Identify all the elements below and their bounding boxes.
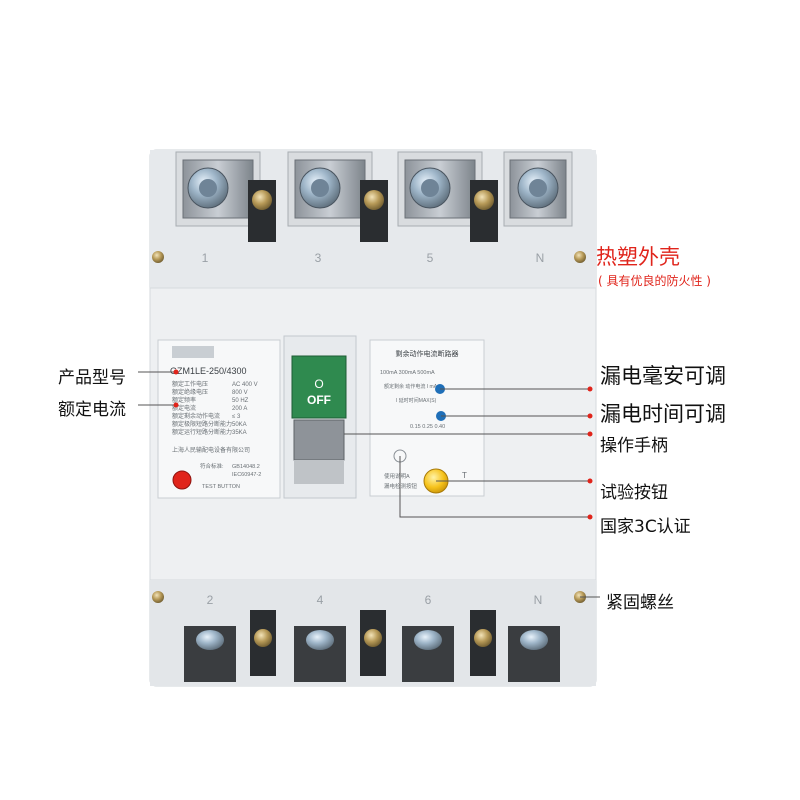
screw-callout: 紧固螺丝 xyxy=(606,593,674,613)
top-terminals xyxy=(175,151,573,242)
callout-dots xyxy=(173,369,593,520)
terminal-top-1[interactable] xyxy=(175,151,276,242)
handle-callout: 操作手柄 xyxy=(600,436,668,456)
terminal-number-bottom: 4 xyxy=(317,593,324,607)
spec-value: 35KA xyxy=(232,430,247,436)
switch-symbol: O xyxy=(314,377,323,391)
terminal-number-top: 1 xyxy=(202,251,209,265)
leader-cert xyxy=(399,456,590,518)
terminal-number-top: 5 xyxy=(427,251,434,265)
standard-1: GB14048.2 xyxy=(232,464,260,470)
dot xyxy=(173,402,179,408)
terminal-number-bottom: 2 xyxy=(207,593,214,607)
dot xyxy=(587,386,593,392)
bottom-terminals xyxy=(184,610,560,682)
terminal-number-top: N xyxy=(536,251,545,265)
terminal-top-3[interactable] xyxy=(287,151,388,242)
test-button-callout: 试验按钮 xyxy=(600,483,668,503)
spec-label: 额定运行短路分断能力 xyxy=(172,428,232,436)
housing-callout: 热塑外壳 xyxy=(596,245,680,269)
model-callout: 产品型号 xyxy=(58,368,126,388)
spec-value: 200 A xyxy=(232,406,247,412)
test-symbol: T xyxy=(462,471,467,480)
operating-handle[interactable] xyxy=(293,419,345,461)
rcd-panel xyxy=(369,339,485,497)
terminal-number-bottom: 6 xyxy=(425,593,432,607)
handle-shadow xyxy=(294,460,344,484)
terminal-number-bottom: N xyxy=(534,593,543,607)
rcd-usage-text: 使用说明A xyxy=(384,472,410,480)
test-button[interactable] xyxy=(172,470,192,490)
callout-lines xyxy=(138,371,600,598)
leak-time-callout: 漏电时间可调 xyxy=(600,402,726,426)
cert-callout: 国家3C认证 xyxy=(600,517,691,537)
rated-current-callout: 额定电流 xyxy=(58,400,126,420)
spec-value: 50 HZ xyxy=(232,398,249,404)
dot xyxy=(587,514,593,520)
spec-label: 额定工作电压 xyxy=(172,380,208,388)
dot xyxy=(587,478,593,484)
fixing-screw-icon xyxy=(152,591,164,603)
spec-value: 800 V xyxy=(232,390,248,396)
manufacturer: 上海人民输配电设备有限公司 xyxy=(172,446,250,454)
spec-value: AC 400 V xyxy=(232,382,258,388)
switch-window xyxy=(291,355,347,419)
rcd-current-settings: 100mA 300mA 500mA xyxy=(380,370,435,376)
model-number: GZM1LE-250/4300 xyxy=(170,366,247,376)
spec-table: 额定工作电压 AC 400 V 额定绝缘电压 800 V 额定频率 50 HZ … xyxy=(172,380,258,436)
dot xyxy=(173,369,179,375)
rcd-max-text: I 延时时间MAX(S) xyxy=(396,397,437,404)
spec-value: ≤ 3 xyxy=(232,414,241,420)
spec-label: 额定电流 xyxy=(172,404,196,412)
dot xyxy=(587,413,593,419)
standard-prefix: 符合标准: xyxy=(200,462,224,470)
housing-note: ( 具有优良的防火性 ) xyxy=(598,274,711,288)
rcd-panel-title: 剩余动作电流断路器 xyxy=(396,349,459,358)
fixing-screw-icon xyxy=(152,251,164,263)
terminal-top-n[interactable] xyxy=(503,151,573,227)
spec-label: 额定剩余动作电流 xyxy=(172,412,220,420)
rcd-time-settings: 0.15 0.25 0.40 xyxy=(410,424,445,430)
switch-state: OFF xyxy=(307,393,331,407)
spec-label: 额定绝缘电压 xyxy=(172,388,208,396)
terminal-number-top: 3 xyxy=(315,251,322,265)
spec-label: 额定频率 xyxy=(172,396,196,404)
spec-label: 额定极限短路分断能力 xyxy=(172,420,232,428)
fixing-screw-icon xyxy=(574,251,586,263)
brand-logo xyxy=(172,346,214,358)
standard-2: IEC60947-2 xyxy=(232,472,261,478)
rcd-side-text: 额定剩余 动作电流 I mA xyxy=(384,383,438,390)
spec-value: 50KA xyxy=(232,422,247,428)
terminal-top-5[interactable] xyxy=(397,151,498,242)
rcd-usage-text2: 漏电检测按钮 xyxy=(384,482,418,490)
dot xyxy=(587,431,593,437)
leak-ma-callout: 漏电毫安可调 xyxy=(600,364,726,388)
test-button-label: TEST BUTTON xyxy=(202,484,240,490)
